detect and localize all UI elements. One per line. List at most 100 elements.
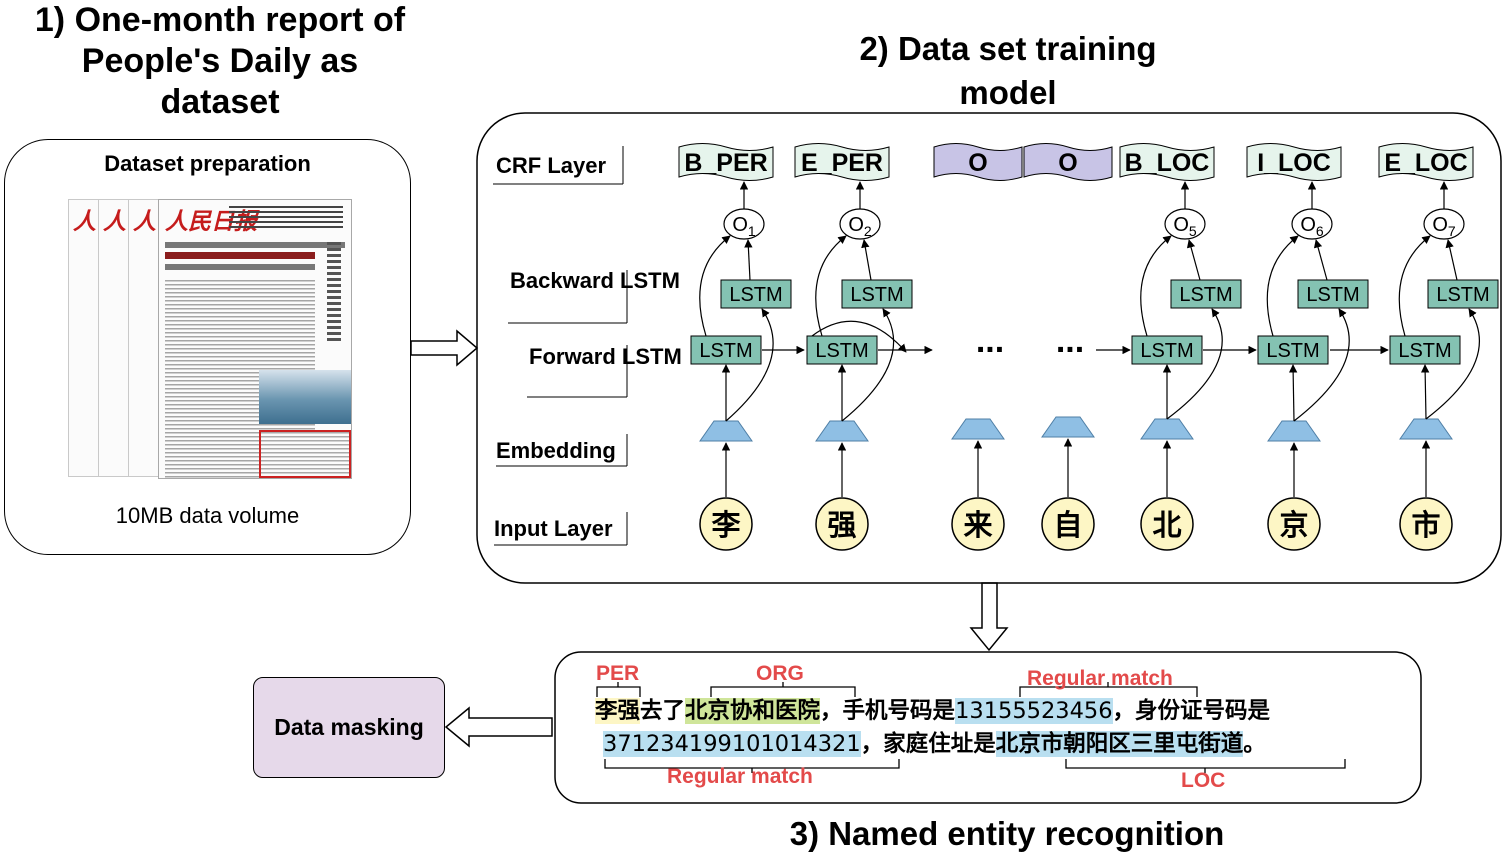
input-char-5: 北 bbox=[1152, 508, 1181, 542]
ellipsis-2: ... bbox=[1056, 322, 1084, 360]
embedding-node-4 bbox=[1041, 416, 1095, 438]
arrow-backward-to-output bbox=[1445, 239, 1458, 281]
crf-tag-6-label: I_LOC bbox=[1257, 149, 1331, 177]
input-char-7: 市 bbox=[1411, 508, 1440, 542]
backward-lstm-6 bbox=[1297, 279, 1369, 309]
embedding-node-7 bbox=[1399, 418, 1453, 440]
entity-id-number: 371234199101014321 bbox=[603, 731, 861, 757]
tag-loc: LOC bbox=[1181, 769, 1226, 792]
backward-lstm-1-label: LSTM bbox=[729, 284, 782, 306]
model-columns: B_PER李LSTMLSTMO1E_PER强LSTMLSTMO2O来O自B_LO… bbox=[678, 143, 1499, 551]
arrow-backward-to-output bbox=[1313, 239, 1328, 281]
entity-phone-number: 13155523456 bbox=[955, 698, 1113, 724]
embedding-node-5 bbox=[1140, 418, 1194, 440]
forward-lstm-1-label: LSTM bbox=[699, 340, 752, 362]
arrow-embedding-to-forward bbox=[1420, 364, 1430, 420]
arrow-embedding-to-backward bbox=[725, 308, 774, 422]
dataset-panel-heading: Dataset preparation bbox=[104, 151, 311, 176]
arrow-forward-to-output bbox=[1140, 235, 1172, 337]
text-segment: ，身份证号码是 bbox=[1112, 698, 1271, 724]
forward-lstm-2 bbox=[806, 335, 878, 365]
input-char-circle-3 bbox=[951, 497, 1005, 551]
crf-tag-5 bbox=[1119, 143, 1215, 181]
input-char-3: 来 bbox=[963, 508, 992, 542]
arrow-forward-to-output bbox=[815, 235, 847, 337]
data-masking-label: Data masking bbox=[274, 714, 424, 740]
arrow-backward-to-output bbox=[861, 239, 872, 281]
arrow-backward-to-output bbox=[1186, 239, 1201, 281]
embedding-node-1 bbox=[699, 420, 753, 442]
ner-sentence-line-1: 李强去了北京协和医院，手机号码是13155523456，身份证号码是 bbox=[595, 695, 1270, 727]
backward-lstm-1 bbox=[720, 279, 792, 309]
ner-panel bbox=[554, 651, 1422, 804]
crf-tag-7-label: E_LOC bbox=[1384, 149, 1467, 177]
input-layer-label: Input Layer bbox=[494, 516, 613, 541]
arrow-forward-to-output bbox=[699, 235, 731, 337]
forward-lstm-7-label: LSTM bbox=[1398, 340, 1451, 362]
forward-lstm-label: Forward LSTM bbox=[529, 344, 682, 369]
newspaper-image: 人 人 人 人民日报 bbox=[68, 199, 354, 479]
text-segment: 。 bbox=[1243, 731, 1266, 757]
arrow-forward-to-output bbox=[1266, 235, 1299, 337]
arrow-embedding-to-backward bbox=[1425, 308, 1481, 420]
entity-organization: 北京协和医院 bbox=[685, 698, 821, 724]
section1-title: 1) One-month report of People's Daily as… bbox=[34, 1, 406, 121]
model-panel bbox=[476, 112, 1502, 584]
crf-tag-1-label: B_PER bbox=[684, 149, 767, 177]
entity-location: 北京市朝阳区三里屯街道 bbox=[995, 731, 1244, 757]
crf-tag-2-label: E_PER bbox=[801, 149, 883, 177]
crf-tag-6 bbox=[1246, 143, 1342, 181]
data-volume-label: 10MB data volume bbox=[115, 503, 300, 528]
section2-title: 2) Data set training model bbox=[859, 30, 1157, 111]
ellipsis-1: ... bbox=[976, 322, 1004, 360]
arrow-forward-to-output bbox=[1398, 235, 1431, 337]
section3-title: 3) Named entity recognition bbox=[789, 815, 1225, 852]
tag-org: ORG bbox=[756, 662, 804, 685]
crf-tag-2 bbox=[794, 143, 890, 181]
tag-regular-match-bottom: Regular match bbox=[667, 765, 813, 788]
backward-lstm-7-label: LSTM bbox=[1436, 284, 1489, 306]
input-char-circle-2 bbox=[815, 497, 869, 551]
input-char-2: 强 bbox=[827, 508, 856, 542]
crf-tag-3 bbox=[933, 143, 1023, 181]
crf-layer-label: CRF Layer bbox=[496, 153, 606, 178]
forward-lstm-2-label: LSTM bbox=[815, 340, 868, 362]
embedding-node-3 bbox=[951, 418, 1005, 440]
arrow-to-masking bbox=[444, 706, 553, 748]
entity-person: 李强 bbox=[595, 698, 641, 724]
arrow-embedding-to-backward bbox=[1293, 308, 1350, 422]
arrow-embedding-to-backward bbox=[841, 308, 895, 422]
entity-brackets bbox=[596, 682, 1346, 773]
embedding-node-2 bbox=[815, 420, 869, 442]
newspaper-front-page: 人民日报 bbox=[158, 199, 352, 479]
arrow-to-ner bbox=[969, 582, 1009, 652]
arrow-embedding-to-backward bbox=[1166, 308, 1223, 420]
crf-tag-3-label: O bbox=[968, 149, 987, 177]
backward-lstm-label: Backward LSTM bbox=[510, 268, 680, 293]
input-char-4: 自 bbox=[1053, 508, 1082, 542]
input-char-circle-6 bbox=[1267, 497, 1321, 551]
forward-lstm-6 bbox=[1257, 335, 1329, 365]
forward-lstm-1 bbox=[690, 335, 762, 365]
embedding-node-6 bbox=[1267, 420, 1321, 442]
backward-lstm-5-label: LSTM bbox=[1179, 284, 1232, 306]
text-segment: ，手机号码是 bbox=[820, 698, 956, 724]
crf-tag-4 bbox=[1023, 143, 1113, 181]
arrow-backward-to-output bbox=[744, 239, 753, 281]
text-segment: ，家庭住址是 bbox=[860, 731, 996, 757]
arrow-embedding-to-forward bbox=[1288, 364, 1298, 422]
backward-lstm-7 bbox=[1427, 279, 1499, 309]
forward-lstm-7 bbox=[1389, 335, 1461, 365]
backward-lstm-6-label: LSTM bbox=[1306, 284, 1359, 306]
input-char-circle-1 bbox=[699, 497, 753, 551]
arrow-to-model bbox=[410, 329, 479, 367]
input-char-circle-7 bbox=[1399, 497, 1453, 551]
backward-lstm-5 bbox=[1170, 279, 1242, 309]
crf-tag-4-label: O bbox=[1058, 149, 1077, 177]
crf-tag-5-label: B_LOC bbox=[1125, 149, 1210, 177]
forward-lstm-6-label: LSTM bbox=[1266, 340, 1319, 362]
input-char-circle-4 bbox=[1041, 497, 1095, 551]
forward-lstm-5-label: LSTM bbox=[1140, 340, 1193, 362]
embedding-label: Embedding bbox=[496, 438, 616, 463]
